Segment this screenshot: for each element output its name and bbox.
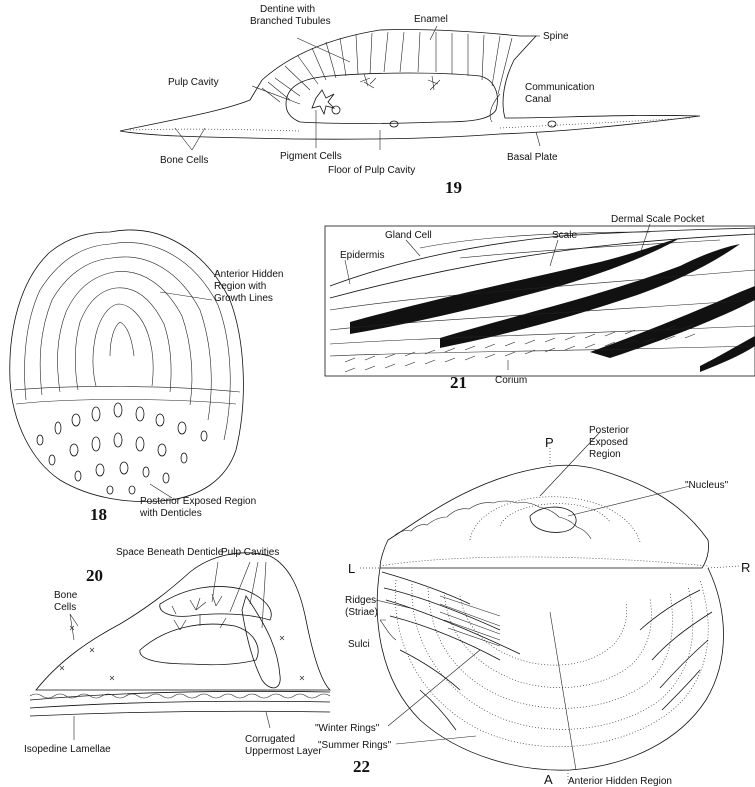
fig22-axis-p: P (545, 435, 554, 450)
fig18-drawing (10, 230, 244, 502)
fig20-space-beneath-label: Space Beneath Denticle (116, 547, 224, 558)
fig20-corrugated-label-2: Uppermost Layer (245, 746, 322, 757)
figure-18-scale-top-view: Anterior Hidden Region with Growth Lines… (10, 230, 284, 524)
fig19-number: 19 (445, 178, 462, 197)
fig18-anterior-label-3: Growth Lines (214, 293, 273, 304)
fig21-drawing (325, 226, 755, 376)
fig20-number: 20 (86, 566, 103, 585)
fig20-bone-label-1: Bone (54, 590, 78, 601)
figure-19-placoid-scale: Dentine with Branched Tubules Enamel Spi… (120, 4, 700, 197)
fig18-number: 18 (90, 505, 107, 524)
fig22-winter-rings-label: "Winter Rings" (315, 723, 380, 734)
figure-20-ganoid-scale-section: Space Beneath Denticle Pulp Cavities Bon… (24, 547, 330, 757)
fig22-ridges-label-2: (Striae) (345, 607, 378, 618)
figure-21-skin-section: Gland Cell Scale Dermal Scale Pocket Epi… (325, 214, 755, 392)
fig18-anterior-label-2: Region with (214, 281, 266, 292)
fig22-axis-a: A (544, 772, 553, 787)
fig22-anterior-hidden-label: Anterior Hidden Region (568, 776, 672, 787)
fig22-axis-r: R (741, 560, 750, 575)
fig21-dermal-pocket-label: Dermal Scale Pocket (611, 214, 705, 225)
fig18-posterior-label-2: with Denticles (139, 508, 202, 519)
fig22-posterior-label-1: Posterior (589, 425, 630, 436)
fig21-number: 21 (450, 373, 467, 392)
fig19-spine-label: Spine (543, 31, 569, 42)
fig22-axis-lines (360, 448, 740, 782)
fig19-floor-pulp-label: Floor of Pulp Cavity (328, 165, 415, 176)
fig19-bone-cells-label: Bone Cells (160, 155, 208, 166)
fig22-ridges-label-1: Ridges (345, 595, 376, 606)
fig19-communication-label-1: Communication (525, 82, 594, 93)
fig19-dentine-label-2: Branched Tubules (250, 16, 331, 27)
figure-22-cycloid-scale: P L R A Posterior Exposed Region "Nucleu… (315, 425, 750, 787)
fig22-leaders (376, 432, 690, 770)
fig18-anterior-leader (160, 292, 212, 300)
fig22-posterior-label-2: Exposed (589, 437, 628, 448)
fig19-pulp-cavity-label: Pulp Cavity (168, 77, 219, 88)
fig21-gland-cell-label: Gland Cell (385, 230, 432, 241)
fig18-posterior-label-1: Posterior Exposed Region (140, 496, 256, 507)
fig19-leaders (175, 26, 540, 150)
fig20-isopedine-label: Isopedine Lamellae (24, 744, 111, 755)
fig20-corrugated-label-1: Corrugated (245, 734, 295, 745)
fig20-bone-label-2: Cells (54, 602, 76, 613)
fig22-sulci-label: Sulci (348, 639, 370, 650)
fig19-pigment-cells-label: Pigment Cells (280, 151, 342, 162)
fig22-nucleus-label: "Nucleus" (685, 480, 729, 491)
fig22-drawing (377, 465, 723, 770)
fig21-epidermis-label: Epidermis (340, 250, 384, 261)
fig18-anterior-label-1: Anterior Hidden (214, 269, 283, 280)
fig22-posterior-label-3: Region (589, 449, 621, 460)
fig21-scale-label: Scale (552, 230, 577, 241)
fig22-summer-rings-label: "Summer Rings" (318, 740, 392, 751)
fig20-drawing (30, 553, 330, 716)
fig22-axis-l: L (348, 561, 355, 576)
fig19-dentine-label-1: Dentine with (260, 4, 315, 15)
fig19-basal-plate-label: Basal Plate (507, 152, 558, 163)
fig20-pulp-cavities-label: Pulp Cavities (221, 547, 279, 558)
fig22-number: 22 (353, 757, 370, 776)
fig19-enamel-label: Enamel (414, 14, 448, 25)
fig19-communication-label-2: Canal (525, 94, 551, 105)
fig21-corium-label: Corium (495, 375, 527, 386)
